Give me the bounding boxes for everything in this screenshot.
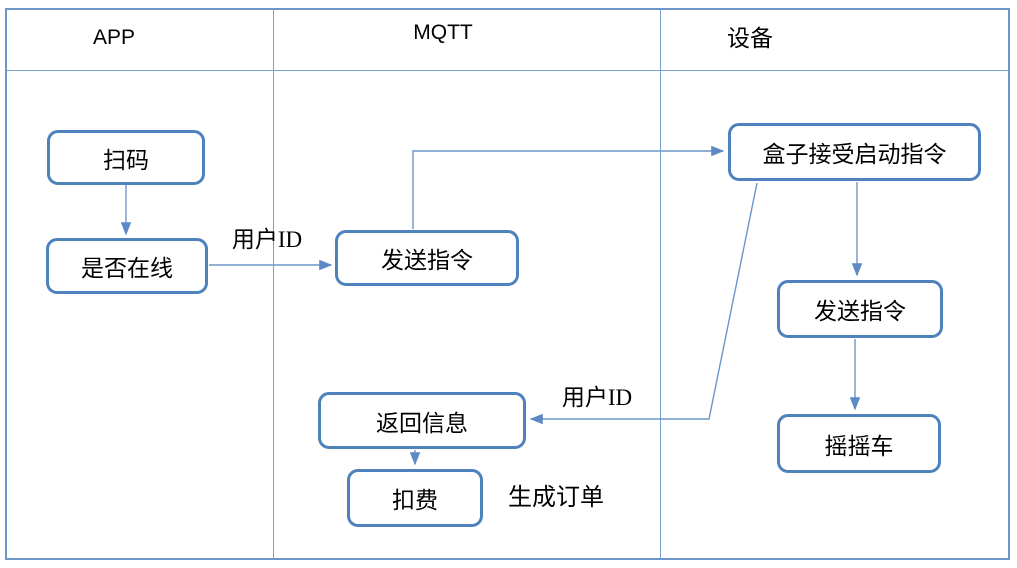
lane-divider-mqtt-device <box>660 9 661 559</box>
edge-label-user-id-1: 用户ID <box>231 227 303 252</box>
node-return-info-label: 返回信息 <box>376 410 468 436</box>
node-deduct-fee-label: 扣费 <box>392 488 438 513</box>
diagram-outer-border <box>5 8 1010 560</box>
node-scan: 扫码 <box>47 130 205 185</box>
node-box-receive-start: 盒子接受启动指令 <box>728 123 981 181</box>
header-divider-line <box>6 70 1009 71</box>
node-online-check-label: 是否在线 <box>81 256 173 281</box>
node-box-receive-start-label: 盒子接受启动指令 <box>762 142 947 167</box>
node-rocking-car-label: 摇摇车 <box>824 433 894 459</box>
lane-header-app: APP <box>92 26 136 49</box>
node-rocking-car: 摇摇车 <box>777 414 941 473</box>
node-deduct-fee: 扣费 <box>347 469 483 527</box>
node-send-cmd-mqtt: 发送指令 <box>335 230 519 286</box>
lane-divider-app-mqtt <box>273 9 274 559</box>
edge-label-user-id-2: 用户ID <box>561 385 633 410</box>
node-online-check: 是否在线 <box>46 238 208 294</box>
node-scan-label: 扫码 <box>103 147 149 173</box>
node-send-cmd-mqtt-label: 发送指令 <box>381 248 473 273</box>
node-send-cmd-device: 发送指令 <box>777 280 943 338</box>
node-return-info: 返回信息 <box>318 392 526 449</box>
lane-header-device: 设备 <box>727 26 773 51</box>
edge-label-generate-order: 生成订单 <box>508 485 604 511</box>
lane-header-mqtt: MQTT <box>413 21 473 44</box>
node-send-cmd-device-label: 发送指令 <box>814 299 906 324</box>
